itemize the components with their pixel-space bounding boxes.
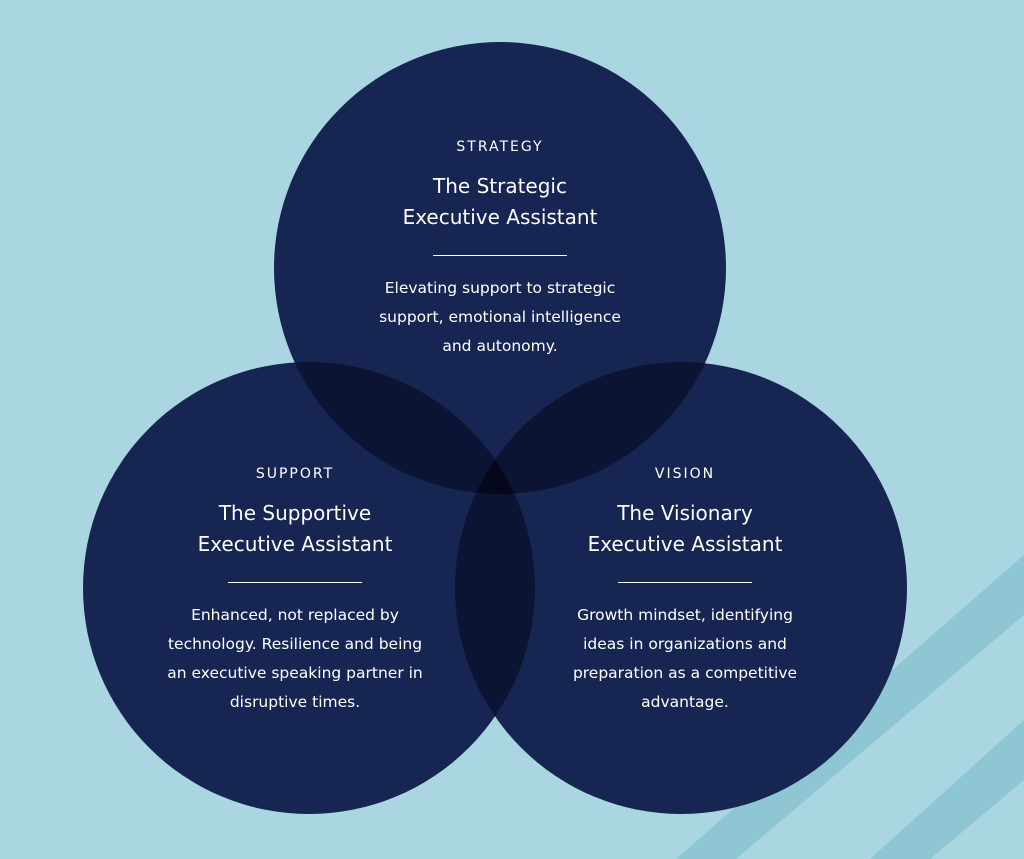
- vision-desc-line: ideas in organizations and: [583, 635, 787, 653]
- strategy-title-line: Executive Assistant: [402, 205, 598, 229]
- strategy-description: Elevating support to strategic support, …: [330, 274, 670, 361]
- vision-title: The Visionary Executive Assistant: [510, 498, 860, 560]
- support-description: Enhanced, not replaced by technology. Re…: [120, 601, 470, 717]
- vision-desc-line: advantage.: [641, 693, 729, 711]
- vision-desc-line: Growth mindset, identifying: [577, 606, 793, 624]
- support-tag: SUPPORT: [255, 466, 335, 482]
- vision-description: Growth mindset, identifying ideas in org…: [510, 601, 860, 717]
- support-title-line: The Supportive: [218, 501, 372, 525]
- support-title: The Supportive Executive Assistant: [120, 498, 470, 560]
- strategy-tag: STRATEGY: [456, 139, 544, 155]
- support-desc-line: an executive speaking partner in: [167, 664, 423, 682]
- support-divider: [228, 582, 362, 583]
- overlap-strategy-support: [274, 362, 535, 494]
- vision-divider: [618, 582, 752, 583]
- strategy-title: The Strategic Executive Assistant: [330, 171, 670, 233]
- vision-title-line: The Visionary: [617, 501, 753, 525]
- strategy-desc-line: and autonomy.: [442, 337, 558, 355]
- vision-panel: VISION The Visionary Executive Assistant…: [510, 464, 860, 717]
- support-desc-line: Enhanced, not replaced by: [191, 606, 399, 624]
- strategy-panel: STRATEGY The Strategic Executive Assista…: [330, 137, 670, 361]
- support-panel: SUPPORT The Supportive Executive Assista…: [120, 464, 470, 717]
- strategy-title-line: The Strategic: [433, 174, 567, 198]
- support-desc-line: technology. Resilience and being: [167, 635, 423, 653]
- overlap-strategy-vision: [455, 362, 726, 494]
- strategy-desc-line: Elevating support to strategic: [384, 279, 616, 297]
- vision-title-line: Executive Assistant: [587, 532, 783, 556]
- support-desc-line: disruptive times.: [229, 693, 361, 711]
- vision-tag: VISION: [654, 466, 716, 482]
- strategy-divider: [433, 255, 567, 256]
- decorative-stripe: [870, 720, 1024, 859]
- vision-desc-line: preparation as a competitive: [572, 664, 798, 682]
- support-title-line: Executive Assistant: [197, 532, 393, 556]
- strategy-desc-line: support, emotional intelligence: [379, 308, 621, 326]
